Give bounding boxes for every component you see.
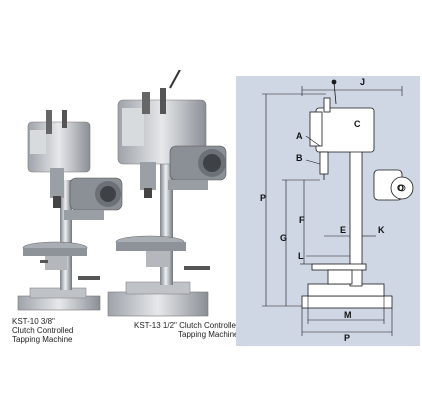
dim-label-p-horizontal: P [344, 333, 351, 343]
dim-label-p-vertical: P [260, 193, 267, 203]
dim-label-f: F [299, 215, 305, 225]
dim-label-k: K [378, 225, 385, 235]
caption-kst13: KST-13 1/2" Clutch Controlled Tapping Ma… [134, 321, 240, 339]
dim-label-o: O [397, 183, 405, 193]
caption-kst10-line3: Tapping Machine [12, 335, 73, 344]
dim-label-c: C [354, 119, 361, 129]
dim-label-j: J [360, 77, 366, 87]
caption-kst13-line1: KST-13 1/2" Clutch Controlled [134, 321, 241, 330]
dim-label-b: B [296, 153, 303, 163]
machine-kst10-photo [17, 110, 123, 311]
dim-label-m: M [344, 310, 352, 320]
caption-kst13-line2: Tapping Machine [178, 330, 239, 339]
dim-label-a: A [296, 131, 303, 141]
caption-kst10-line1: KST-10 3/8" [12, 317, 55, 326]
dimension-diagram [262, 79, 414, 336]
machine-kst13-photo [107, 70, 227, 317]
dim-label-g: G [280, 233, 288, 243]
caption-kst10-line2: Clutch Controlled [12, 326, 74, 335]
caption-kst10: KST-10 3/8" Clutch Controlled Tapping Ma… [12, 317, 73, 344]
dimension-diagram-panel: J C A B O P F G E K L M P [236, 76, 420, 346]
dim-label-e: E [340, 225, 347, 235]
dim-label-l: L [298, 251, 304, 261]
machine-photos [17, 70, 227, 317]
